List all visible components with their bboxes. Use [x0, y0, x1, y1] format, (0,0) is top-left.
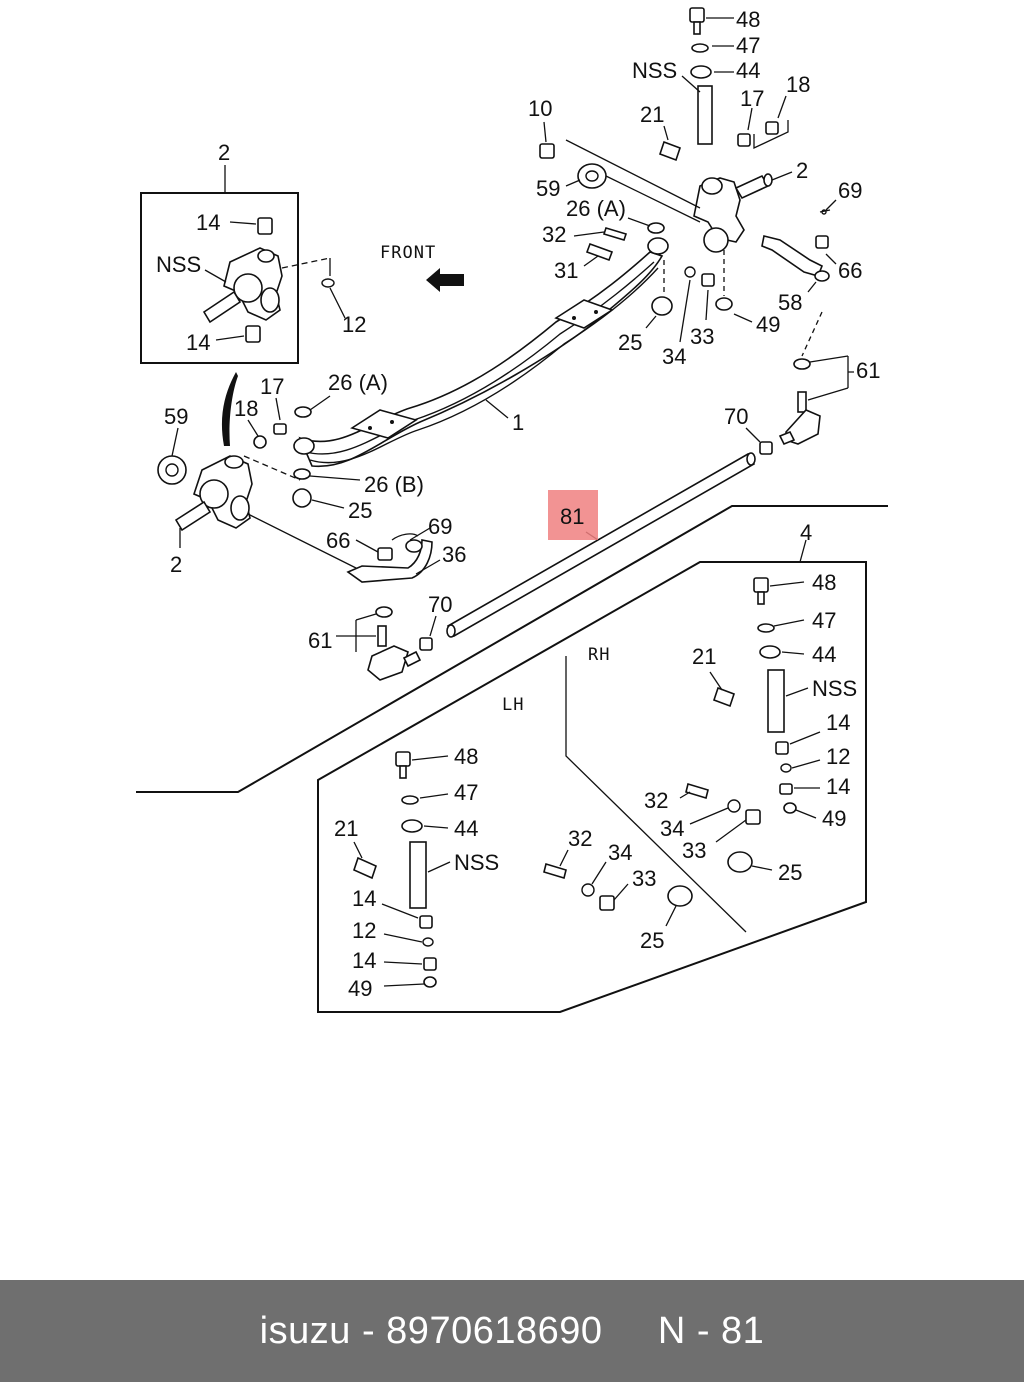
- callout: 14: [826, 774, 850, 799]
- callout: 69: [838, 178, 862, 203]
- callout: 26 (A): [566, 196, 626, 221]
- callout: 34: [608, 840, 632, 865]
- callout: 48: [812, 570, 836, 595]
- front-axle-beam: [293, 237, 669, 468]
- callout: 26 (B): [364, 472, 424, 497]
- diagram-ref-prefix: N: [657, 1309, 686, 1352]
- callout: 17: [740, 86, 764, 111]
- highlight-81: [548, 490, 598, 540]
- lh-kit: [353, 751, 693, 988]
- callout: 14: [186, 330, 210, 355]
- diagram-ref-number: 81: [721, 1309, 765, 1352]
- right-tie-rod-arm: [745, 199, 854, 455]
- callout: 2: [218, 140, 230, 165]
- right-king-pin-stack: [681, 7, 734, 145]
- side-label-rh: RH: [588, 645, 610, 665]
- callout: 21: [334, 816, 358, 841]
- callout: 12: [826, 744, 850, 769]
- tie-rod: [446, 452, 756, 638]
- callout: 2: [170, 552, 182, 577]
- part-number: 8970618690: [386, 1309, 603, 1352]
- callout: 1: [512, 410, 524, 435]
- callout: 33: [682, 838, 706, 863]
- inset-pointer: [221, 372, 238, 446]
- callout: 10: [528, 96, 552, 121]
- callout: 25: [778, 860, 802, 885]
- callout: 48: [454, 744, 478, 769]
- callout: 59: [536, 176, 560, 201]
- part-caption-bar: isuzu - 8970618690 N - 81: [0, 1280, 1024, 1382]
- front-label: FRONT: [380, 243, 436, 263]
- callout: 12: [352, 918, 376, 943]
- gap: [603, 1310, 658, 1353]
- callout: 66: [326, 528, 350, 553]
- callout: 33: [690, 324, 714, 349]
- callout: 48: [736, 7, 760, 32]
- callout: 14: [196, 210, 220, 235]
- knuckle-inset: [140, 165, 346, 364]
- separator: -: [350, 1309, 387, 1352]
- callout: 49: [822, 806, 846, 831]
- left-tie-rod-end: [336, 527, 441, 681]
- callout: 61: [856, 358, 880, 383]
- callout: 14: [352, 948, 376, 973]
- callout: NSS: [632, 58, 677, 83]
- callout: 25: [640, 928, 664, 953]
- callout: 34: [662, 344, 686, 369]
- callout: 49: [348, 976, 372, 1001]
- callout: 31: [554, 258, 578, 283]
- callout: NSS: [156, 252, 201, 277]
- callout: 32: [644, 788, 668, 813]
- callout: 47: [454, 780, 478, 805]
- callout: NSS: [812, 676, 857, 701]
- callout: 36: [442, 542, 466, 567]
- callout-81: 81: [560, 504, 584, 529]
- callout: 70: [724, 404, 748, 429]
- callout: 69: [428, 514, 452, 539]
- callout: NSS: [454, 850, 499, 875]
- callout: 32: [542, 222, 566, 247]
- left-shims: [292, 395, 361, 509]
- brand-name: isuzu: [259, 1309, 351, 1352]
- callout: 47: [812, 608, 836, 633]
- callout: 34: [660, 816, 684, 841]
- callout: 14: [826, 710, 850, 735]
- callout: 25: [618, 330, 642, 355]
- separator: -: [685, 1309, 722, 1352]
- callout: 2: [796, 158, 808, 183]
- callout: 49: [756, 312, 780, 337]
- callout: 4: [800, 520, 812, 545]
- callout: 59: [164, 404, 188, 429]
- callout: 61: [308, 628, 332, 653]
- callout: 47: [736, 33, 760, 58]
- callout: 26 (A): [328, 370, 388, 395]
- callout: 66: [838, 258, 862, 283]
- callout: 70: [428, 592, 452, 617]
- callout: 44: [454, 816, 478, 841]
- exploded-axle-diagram: FRONT RH LH 48 47 44 NSS 10 21 17 18 2 5…: [136, 7, 888, 1013]
- callout: 44: [812, 642, 836, 667]
- callout: 18: [786, 72, 810, 97]
- callout: 14: [352, 886, 376, 911]
- side-label-lh: LH: [502, 695, 524, 715]
- callout: 21: [640, 102, 664, 127]
- callout-labels: FRONT RH LH 48 47 44 NSS 10 21 17 18 2 5…: [156, 7, 880, 1001]
- callout: 25: [348, 498, 372, 523]
- callout: 33: [632, 866, 656, 891]
- kit-frames: [136, 505, 888, 1013]
- rh-kit: [679, 577, 821, 873]
- callout: 18: [234, 396, 258, 421]
- callout: 32: [568, 826, 592, 851]
- front-arrow: [426, 268, 464, 292]
- left-steering-knuckle: [157, 397, 361, 571]
- callout: 44: [736, 58, 760, 83]
- callout: 17: [260, 374, 284, 399]
- callout: 58: [778, 290, 802, 315]
- right-steering-knuckle: [539, 95, 793, 343]
- callout: 12: [342, 312, 366, 337]
- callout: 21: [692, 644, 716, 669]
